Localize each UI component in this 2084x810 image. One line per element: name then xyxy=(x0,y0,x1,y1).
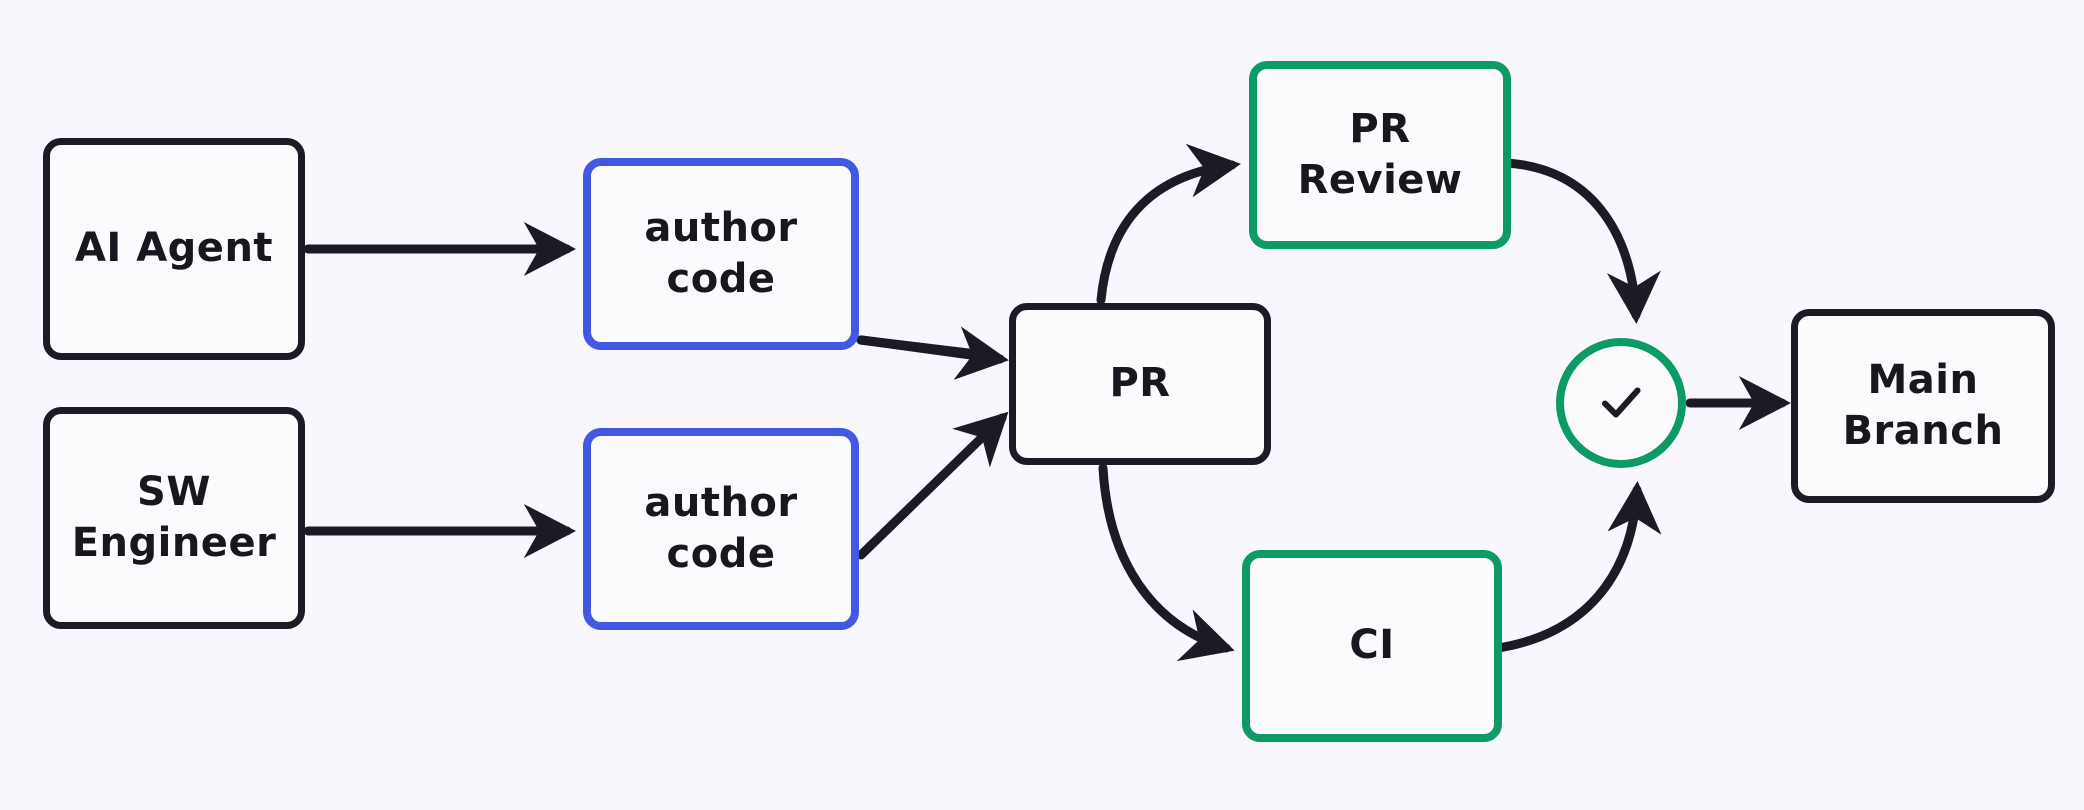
node-ai-agent[interactable]: AI Agent xyxy=(43,138,305,360)
node-pr-review[interactable]: PR Review xyxy=(1249,61,1511,249)
node-author-code-2[interactable]: author code xyxy=(583,428,859,630)
edge-pr-to-ci xyxy=(1098,463,1235,662)
edge-author-code-2-to-pr xyxy=(856,411,1009,560)
edge-pr-review-to-check xyxy=(1501,158,1661,324)
node-sw-engineer[interactable]: SW Engineer xyxy=(43,407,305,629)
node-ci[interactable]: CI xyxy=(1242,550,1502,742)
node-merge-check[interactable] xyxy=(1556,338,1686,468)
node-main-branch[interactable]: Main Branch xyxy=(1791,309,2055,503)
edge-author-code-1-to-pr xyxy=(856,326,1009,380)
edge-author-code-1-to-pr-long xyxy=(856,335,990,360)
node-pr[interactable]: PR xyxy=(1009,303,1271,465)
edge-author-code-1-to-pr-shaft xyxy=(856,335,1000,362)
edge-ci-to-check xyxy=(1493,481,1662,653)
check-icon xyxy=(1590,372,1652,434)
edge-pr-to-pr-review xyxy=(1096,143,1241,305)
node-author-code-1[interactable]: author code xyxy=(583,158,859,350)
